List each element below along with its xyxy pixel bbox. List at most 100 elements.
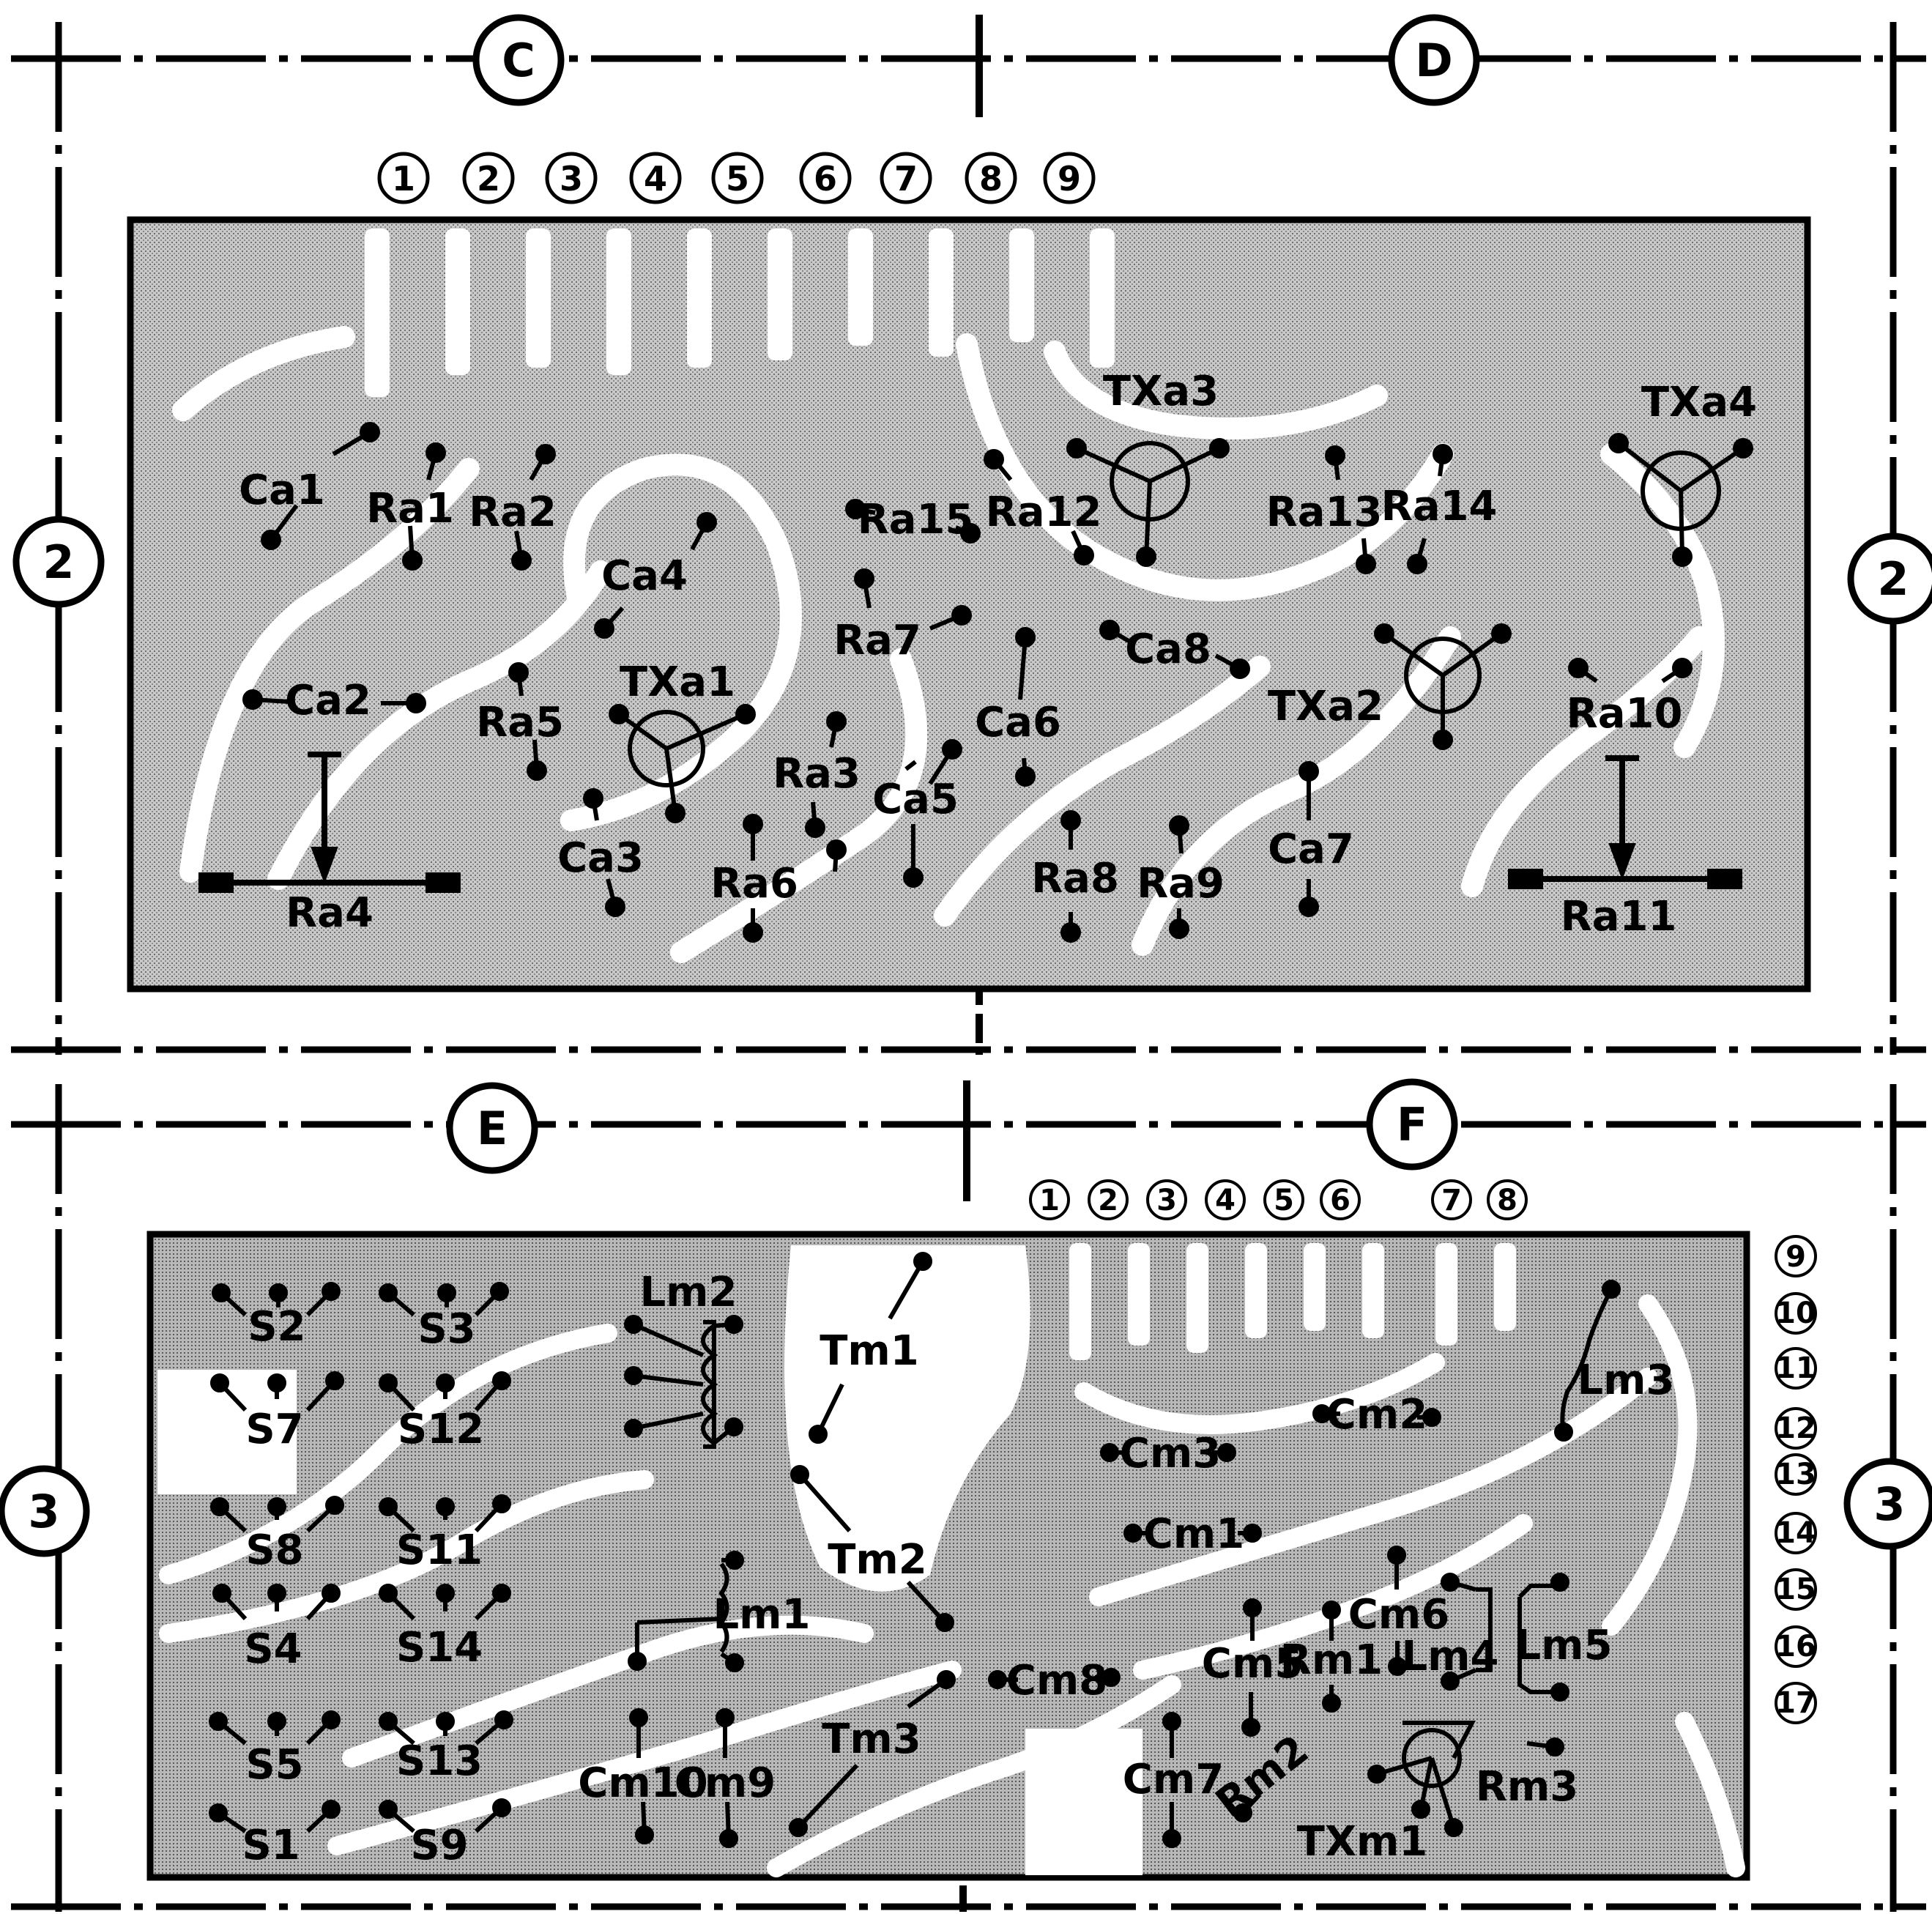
transistor-symbol-txa3 xyxy=(1066,438,1230,567)
svg-text:12: 12 xyxy=(1775,1412,1816,1445)
board-m-pins-top: 1 2 3 4 5 6 7 8 xyxy=(1029,1179,1528,1220)
label-ca2: Ca2 xyxy=(285,677,371,724)
pot-symbol-ra4 xyxy=(198,752,461,893)
label-txa4: TXa4 xyxy=(1641,379,1757,426)
svg-text:8: 8 xyxy=(979,159,1003,199)
label-ra10: Ra10 xyxy=(1567,690,1683,738)
pin-marker-a-9: 9 xyxy=(1043,152,1096,204)
label-cm8: Cm8 xyxy=(1006,1657,1107,1705)
label-tm1: Tm1 xyxy=(820,1327,919,1375)
pin-marker-m-14: 14 xyxy=(1775,1512,1817,1554)
label-ra7: Ra7 xyxy=(833,617,921,664)
label-s8: S8 xyxy=(245,1527,303,1574)
svg-text:10: 10 xyxy=(1775,1297,1816,1330)
svg-text:3: 3 xyxy=(28,1485,59,1538)
svg-text:14: 14 xyxy=(1775,1516,1816,1550)
board-a-labels: Ca1 Ra1 Ra2 Ca4 Ra15 Ra12 TXa3 Ra13 Ra14… xyxy=(239,368,1757,941)
label-lm2: Lm2 xyxy=(640,1269,737,1316)
svg-text:13: 13 xyxy=(1775,1458,1816,1491)
label-txa1: TXa1 xyxy=(620,659,735,706)
grid-marker-row-3-left: 3 xyxy=(0,1465,90,1557)
pin-marker-a-7: 7 xyxy=(880,152,932,204)
svg-text:7: 7 xyxy=(894,159,918,199)
svg-text:7: 7 xyxy=(1441,1184,1462,1217)
svg-text:5: 5 xyxy=(1274,1184,1294,1217)
board-m: 1 2 3 4 5 6 7 8 9 10 11 12 13 14 15 16 1… xyxy=(146,1179,1817,1881)
label-ca1: Ca1 xyxy=(239,467,325,514)
grid-marker-col-d: D xyxy=(1388,14,1480,106)
svg-text:3: 3 xyxy=(560,159,583,199)
board-m-leads xyxy=(629,1252,1564,1848)
grid-marker-row-3-right: 3 xyxy=(1843,1458,1932,1550)
label-txa3: TXa3 xyxy=(1103,368,1219,415)
label-ca6: Ca6 xyxy=(975,699,1061,746)
label-txm1: TXm1 xyxy=(1297,1818,1428,1866)
label-cm10: Cm10 xyxy=(578,1759,707,1807)
pin-marker-a-3: 3 xyxy=(545,152,598,204)
label-lm5: Lm5 xyxy=(1515,1622,1613,1669)
svg-text:4: 4 xyxy=(644,159,667,199)
label-ca8: Ca8 xyxy=(1125,626,1211,673)
pin-marker-a-2: 2 xyxy=(462,152,515,204)
pin-marker-m-13: 13 xyxy=(1775,1453,1817,1496)
label-lm4: Lm4 xyxy=(1402,1633,1499,1680)
board-a: 1 2 3 4 5 6 7 8 9 xyxy=(127,152,1811,993)
label-ra13: Ra13 xyxy=(1266,489,1383,536)
label-s12: S12 xyxy=(398,1406,484,1453)
svg-text:1: 1 xyxy=(392,159,415,199)
pin-marker-a-4: 4 xyxy=(629,152,682,204)
label-ra15: Ra15 xyxy=(858,496,974,544)
label-lm3: Lm3 xyxy=(1578,1357,1675,1404)
pin-marker-a-1: 1 xyxy=(377,152,430,204)
label-tm2: Tm2 xyxy=(828,1536,927,1584)
pin-marker-m-4: 4 xyxy=(1205,1179,1246,1220)
pin-marker-m-1: 1 xyxy=(1029,1179,1070,1220)
label-s9: S9 xyxy=(410,1822,468,1869)
pin-marker-a-5: 5 xyxy=(711,152,764,204)
svg-text:C: C xyxy=(502,34,535,87)
label-rm1: Rm1 xyxy=(1280,1636,1383,1684)
switch-pads xyxy=(209,1282,513,1833)
label-s2: S2 xyxy=(248,1303,305,1351)
svg-text:8: 8 xyxy=(1497,1184,1517,1217)
svg-text:6: 6 xyxy=(1330,1184,1350,1217)
label-s1: S1 xyxy=(242,1822,300,1869)
svg-text:5: 5 xyxy=(726,159,749,199)
coil-symbol-lm3 xyxy=(1554,1280,1621,1442)
svg-text:F: F xyxy=(1397,1098,1427,1151)
label-txa2: TXa2 xyxy=(1268,683,1383,730)
label-ra11: Ra11 xyxy=(1561,893,1677,941)
label-cm3: Cm3 xyxy=(1120,1430,1221,1477)
grid-marker-row-2-left: 2 xyxy=(12,516,105,608)
label-lm1: Lm1 xyxy=(713,1591,811,1639)
label-tm3: Tm3 xyxy=(822,1715,921,1763)
svg-text:11: 11 xyxy=(1775,1351,1816,1385)
label-ca5: Ca5 xyxy=(872,776,959,823)
svg-text:D: D xyxy=(1415,34,1452,87)
svg-text:2: 2 xyxy=(1877,552,1909,606)
pin-marker-m-10: 10 xyxy=(1775,1292,1817,1335)
pin-marker-m-9: 9 xyxy=(1775,1235,1817,1277)
label-s7: S7 xyxy=(245,1406,303,1453)
grid-marker-col-f: F xyxy=(1366,1078,1458,1171)
board-a-pins: 1 2 3 4 5 6 7 8 9 xyxy=(377,152,1096,204)
pin-marker-m-7: 7 xyxy=(1431,1179,1472,1220)
svg-text:16: 16 xyxy=(1775,1630,1816,1663)
label-ra5: Ra5 xyxy=(476,699,564,746)
svg-text:3: 3 xyxy=(1873,1477,1905,1531)
pin-marker-m-11: 11 xyxy=(1775,1347,1817,1390)
label-s3: S3 xyxy=(417,1305,475,1353)
svg-text:3: 3 xyxy=(1156,1184,1177,1217)
svg-text:4: 4 xyxy=(1215,1184,1236,1217)
label-ra6: Ra6 xyxy=(710,860,798,908)
grid-marker-row-2-right: 2 xyxy=(1847,533,1932,625)
pin-marker-a-8: 8 xyxy=(965,152,1017,204)
svg-text:17: 17 xyxy=(1775,1686,1816,1720)
pin-marker-m-8: 8 xyxy=(1487,1179,1528,1220)
label-s4: S4 xyxy=(244,1625,302,1673)
coil-symbol-lm1 xyxy=(628,1551,744,1672)
label-cm1: Cm1 xyxy=(1143,1510,1244,1558)
label-ra4: Ra4 xyxy=(286,889,374,937)
pin-marker-m-17: 17 xyxy=(1775,1682,1817,1724)
